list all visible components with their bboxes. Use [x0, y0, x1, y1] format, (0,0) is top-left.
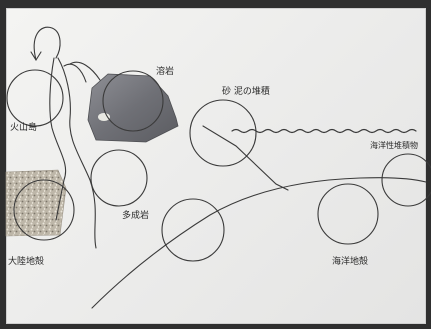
- circle-volcano: [7, 70, 63, 126]
- lava-rock-sample: [88, 74, 178, 142]
- plate-boundary-curve: [92, 178, 426, 308]
- label-sand-mud: 砂 泥の堆積: [222, 84, 270, 97]
- sediment-wavy-line: [232, 130, 416, 133]
- circle-granite-zone: [91, 150, 147, 206]
- label-volcano: 火山島: [10, 120, 37, 133]
- circle-ocean-sediment: [382, 154, 431, 206]
- circle-granite-rock: [162, 199, 224, 261]
- label-continent-crust: 大陸地殻: [8, 254, 44, 267]
- volcano-right-slope: [58, 58, 96, 248]
- volcano-arrow: [34, 27, 60, 60]
- label-ocean-sediment: 海洋性堆積物: [370, 140, 418, 151]
- label-lava: 溶岩: [156, 64, 174, 77]
- sand-mud-slope-line: [203, 126, 288, 190]
- volcano-peak-left: [64, 64, 86, 82]
- label-granite: 多成岩: [122, 208, 149, 221]
- circle-ocean-crust: [318, 184, 378, 244]
- label-ocean-crust: 海洋地殻: [332, 254, 368, 267]
